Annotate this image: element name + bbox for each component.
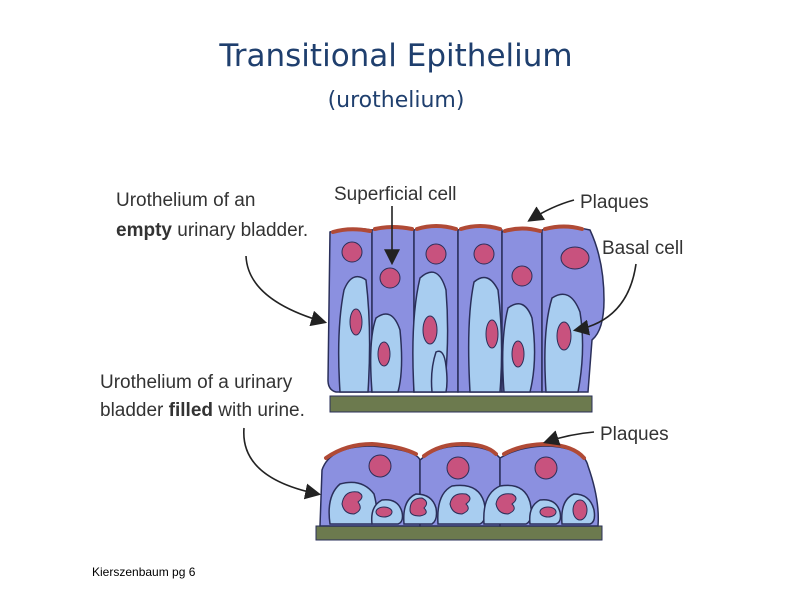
arrow-plaques-bottom [542, 430, 595, 446]
plaques-label-top: Plaques [580, 192, 649, 213]
page-title: Transitional Epithelium [219, 38, 573, 74]
empty-label-line2: empty urinary bladder. [116, 220, 308, 241]
filled-label-line1: Urothelium of a urinary [100, 372, 293, 393]
arrow-basal-cell [572, 263, 637, 336]
empty-bladder-epithelium [327, 224, 605, 413]
arrow-plaques-top [527, 199, 575, 222]
source-caption: Kierszenbaum pg 6 [92, 565, 196, 579]
superficial-cell-label: Superficial cell [334, 184, 457, 205]
nuclei-top [341, 241, 590, 368]
nuclei-bottom [341, 454, 588, 521]
filled-label-bold: filled [169, 400, 213, 421]
basement-membrane-bottom [315, 525, 603, 541]
page-subtitle: (urothelium) [327, 88, 465, 113]
basal-cell [430, 350, 448, 393]
filled-label-start: bladder [100, 400, 169, 421]
basal-cell-label: Basal cell [602, 238, 683, 259]
basal-cell [467, 276, 503, 393]
empty-label-rest: urinary bladder. [172, 220, 308, 241]
leader-arrows [243, 199, 637, 500]
basement-membrane-top [329, 395, 593, 413]
empty-label-bold: empty [116, 220, 172, 241]
arrow-empty-label [245, 255, 328, 327]
filled-label-line2: bladder filled with urine. [100, 400, 305, 421]
arrow-filled-label [243, 427, 322, 500]
filled-label-rest: with urine. [213, 400, 305, 421]
plaques-label-bottom: Plaques [600, 424, 669, 445]
filled-bladder-epithelium [315, 441, 603, 541]
empty-label-line1: Urothelium of an [116, 190, 255, 211]
